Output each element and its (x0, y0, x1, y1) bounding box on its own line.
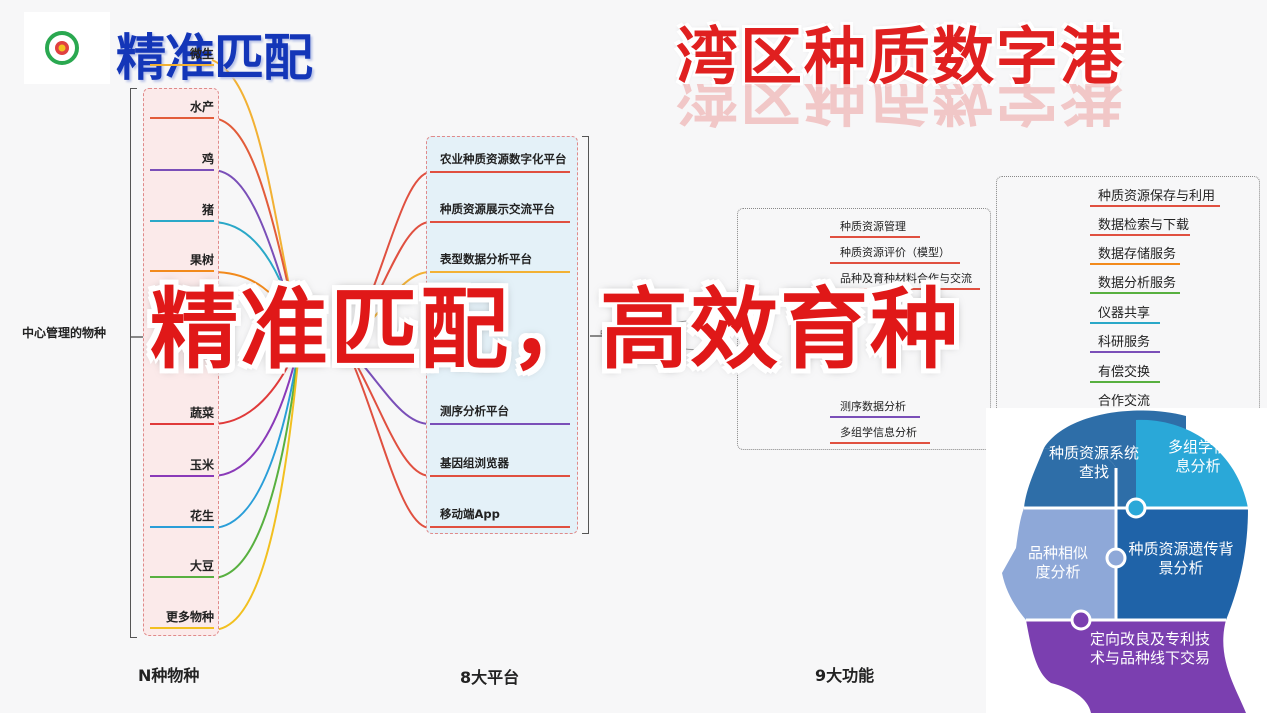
puzzle-label-omics: 多组学信息分析 (1167, 438, 1228, 475)
species-underline (150, 576, 214, 578)
species-item[interactable]: 水产 (189, 100, 214, 114)
species-item[interactable]: 玉米 (189, 458, 214, 472)
service-underline (1090, 263, 1180, 265)
service-underline (1090, 381, 1160, 383)
platform-underline (430, 526, 570, 528)
function-item[interactable]: 种质资源管理 (840, 220, 906, 233)
species-bracket (130, 88, 137, 638)
functions-panel (737, 208, 991, 450)
puzzle-piece-similarity (1002, 508, 1116, 620)
function-item[interactable]: 种质资源评价（模型） (840, 246, 950, 259)
service-item[interactable]: 种质资源保存与利用 (1098, 189, 1216, 204)
service-underline (1090, 234, 1190, 236)
species-underline (150, 526, 214, 528)
platform-bracket (582, 136, 589, 534)
logo-title: 精准匹配 (116, 29, 313, 87)
species-item[interactable]: 更多物种 (165, 610, 214, 624)
function-underline (830, 236, 920, 238)
species-underline (150, 475, 214, 477)
root-node-label: 中心管理的物种 (22, 326, 107, 340)
platform-underline (430, 221, 570, 223)
function-item[interactable]: 测序数据分析 (840, 400, 906, 413)
main-title: 湾区种质数字港 (676, 20, 1125, 93)
service-item[interactable]: 数据分析服务 (1098, 276, 1177, 291)
puzzle-piece-genetics (1116, 508, 1248, 620)
species-underline (150, 270, 214, 272)
service-item[interactable]: 数据检索与下载 (1098, 218, 1190, 233)
species-item[interactable]: 蔬菜 (189, 406, 214, 420)
species-item[interactable]: 微生 (189, 47, 214, 61)
logo-icon (45, 31, 79, 65)
platform-item[interactable]: 测序分析平台 (440, 404, 509, 418)
main-title-reflection: 湾区种质数字港 (676, 84, 1125, 132)
species-item[interactable]: 花生 (189, 509, 214, 523)
logo-box (24, 12, 110, 84)
section-label-functions: 9大功能 (815, 666, 875, 685)
species-underline (150, 220, 214, 222)
puzzle-label-trade: 定向改良及专利技术与品种线下交易 (1090, 630, 1211, 667)
puzzle-label-similarity: 品种相似度分析 (1027, 544, 1088, 581)
species-item[interactable]: 大豆 (189, 559, 214, 573)
platform-underline (430, 271, 570, 273)
service-item[interactable]: 科研服务 (1098, 335, 1151, 350)
head-puzzle-graphic (986, 408, 1267, 713)
function-underline (830, 262, 960, 264)
species-underline (150, 117, 214, 119)
function-underline (830, 416, 920, 418)
function-underline (830, 442, 930, 444)
puzzle-piece-trade (1026, 620, 1246, 713)
platform-item[interactable]: 移动端App (440, 507, 500, 521)
service-underline (1090, 322, 1160, 324)
platform-item[interactable]: 农业种质资源数字化平台 (440, 152, 567, 166)
platform-item[interactable]: 表型数据分析平台 (440, 252, 532, 266)
function-underline (830, 288, 980, 290)
center-platform-node[interactable]: 中心平台 (600, 329, 632, 338)
puzzle-label-genetics: 种质资源遗传背景分析 (1128, 540, 1234, 577)
service-underline (1090, 205, 1220, 207)
species-underline (150, 169, 214, 171)
species-underline (150, 423, 214, 425)
platform-underline (430, 423, 570, 425)
puzzle-piece-omics (1136, 419, 1248, 508)
function-item[interactable]: 多组学信息分析 (840, 426, 917, 439)
service-underline (1090, 292, 1180, 294)
function-item[interactable]: 品种及育种材料合作与交流 (840, 272, 972, 285)
species-item[interactable]: 果树 (189, 253, 214, 267)
slogan-overlay: 精准匹配，高效育种 (150, 278, 961, 381)
service-item[interactable]: 数据存储服务 (1098, 247, 1177, 262)
platform-item[interactable]: 基因组浏览器 (440, 456, 509, 470)
species-item[interactable]: 猪 (201, 203, 214, 217)
species-item[interactable]: 鸡 (201, 152, 214, 166)
puzzle-label-search: 种质资源系统查找 (1048, 444, 1139, 481)
service-item[interactable]: 合作交流 (1098, 394, 1151, 409)
platform-item[interactable]: 种质资源展示交流平台 (440, 202, 555, 216)
services-panel (996, 176, 1260, 416)
service-item[interactable]: 仪器共享 (1098, 306, 1151, 321)
section-label-platforms: 8大平台 (460, 668, 520, 687)
service-underline (1090, 351, 1160, 353)
section-label-species: N种物种 (138, 666, 200, 685)
platform-panel (426, 136, 578, 534)
platform-underline (430, 171, 570, 173)
species-underline (150, 627, 214, 629)
platform-underline (430, 475, 570, 477)
species-panel (143, 88, 219, 636)
service-item[interactable]: 有偿交换 (1098, 365, 1151, 380)
species-underline (150, 64, 214, 66)
